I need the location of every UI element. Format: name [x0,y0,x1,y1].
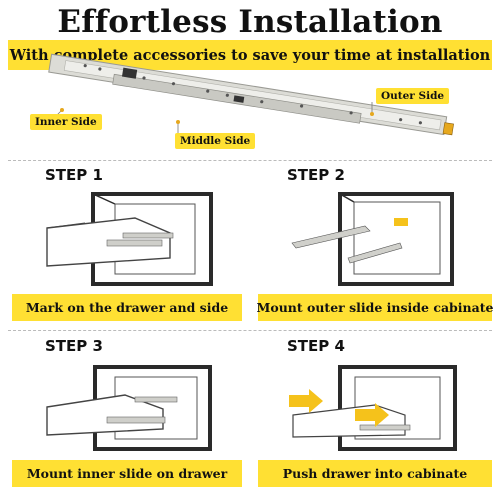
step-3-label: STEP 3 [45,337,103,355]
outer-side-label: Outer Side [376,88,450,104]
step-2-label: STEP 2 [287,166,345,184]
middle-side-label: Middle Side [175,133,256,149]
step-3-illustration [46,365,212,451]
step-1-caption: Mark on the drawer and side [12,294,242,321]
divider-top [8,160,492,161]
step-1-label: STEP 1 [45,166,103,184]
step-2-illustration [291,192,454,286]
page-title: Effortless Installation [57,4,443,40]
step-2-caption: Mount outer slide inside cabinate [257,294,493,321]
inner-side-label: Inner Side [30,114,102,130]
drawer-slide-illustration [47,53,454,136]
step-3-caption: Mount inner slide on drawer [12,460,242,487]
divider-middle [8,330,492,331]
step-4-illustration [289,365,457,451]
step-4-label: STEP 4 [287,337,345,355]
step-1-illustration [46,192,213,286]
step-4-caption: Push drawer into cabinate [258,460,492,487]
